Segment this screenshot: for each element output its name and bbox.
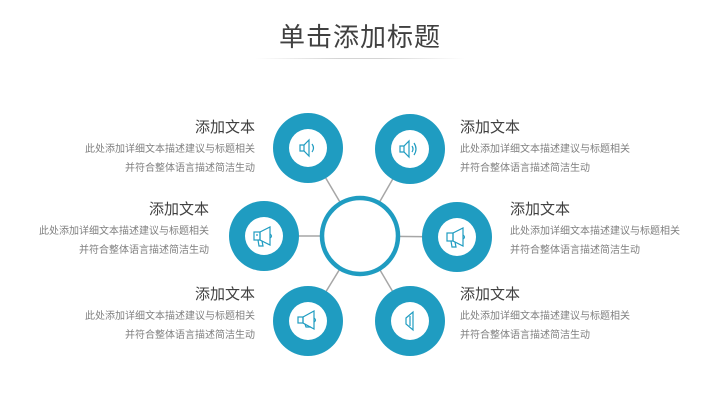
label-description-line1: 此处添加详细文本描述建议与标题相关 [39, 226, 209, 237]
node-top-right [375, 114, 445, 184]
label-description-line1: 此处添加详细文本描述建议与标题相关 [460, 311, 630, 322]
label-heading: 添加文本 [510, 200, 571, 218]
label-middle-left: 添加文本 此处添加详细文本描述建议与标题相关 并符合整体语言描述简洁生动 [0, 199, 209, 260]
speaker-mute-icon [405, 310, 414, 332]
speaker-low-volume-icon [299, 138, 315, 158]
label-description-line2: 并符合整体语言描述简洁生动 [460, 163, 590, 174]
speaker-high-volume-icon [399, 139, 417, 159]
node-middle-left [229, 201, 299, 271]
label-description-line1: 此处添加详细文本描述建议与标题相关 [85, 144, 255, 155]
node-middle-right [422, 202, 492, 272]
label-top-right: 添加文本 此处添加详细文本描述建议与标题相关 并符合整体语言描述简洁生动 [460, 117, 700, 178]
megaphone-icon [446, 227, 466, 248]
megaphone-icon [253, 226, 273, 247]
slide-title: 单击添加标题 [278, 23, 441, 53]
node-bottom-left [273, 286, 343, 356]
label-heading: 添加文本 [194, 118, 255, 136]
label-heading: 添加文本 [148, 200, 209, 218]
label-description-line2: 并符合整体语言描述简洁生动 [460, 330, 590, 341]
node-bottom-right [375, 286, 445, 356]
label-description-line2: 并符合整体语言描述简洁生动 [510, 245, 640, 256]
label-description-line1: 此处添加详细文本描述建议与标题相关 [510, 226, 680, 237]
label-heading: 添加文本 [460, 118, 521, 136]
label-bottom-left: 添加文本 此处添加详细文本描述建议与标题相关 并符合整体语言描述简洁生动 [15, 284, 255, 345]
label-bottom-right: 添加文本 此处添加详细文本描述建议与标题相关 并符合整体语言描述简洁生动 [460, 284, 700, 345]
label-description-line1: 此处添加详细文本描述建议与标题相关 [460, 144, 630, 155]
label-description-line2: 并符合整体语言描述简洁生动 [125, 163, 255, 174]
megaphone-icon [297, 309, 317, 331]
label-top-left: 添加文本 此处添加详细文本描述建议与标题相关 并符合整体语言描述简洁生动 [15, 117, 255, 178]
center-node [319, 195, 401, 277]
label-middle-right: 添加文本 此处添加详细文本描述建议与标题相关 并符合整体语言描述简洁生动 [510, 199, 720, 260]
label-description-line2: 并符合整体语言描述简洁生动 [125, 330, 255, 341]
label-heading: 添加文本 [194, 285, 255, 303]
title-underline [255, 58, 465, 59]
node-top-left [273, 113, 343, 183]
label-description-line1: 此处添加详细文本描述建议与标题相关 [85, 311, 255, 322]
label-heading: 添加文本 [460, 285, 521, 303]
label-description-line2: 并符合整体语言描述简洁生动 [79, 245, 209, 256]
